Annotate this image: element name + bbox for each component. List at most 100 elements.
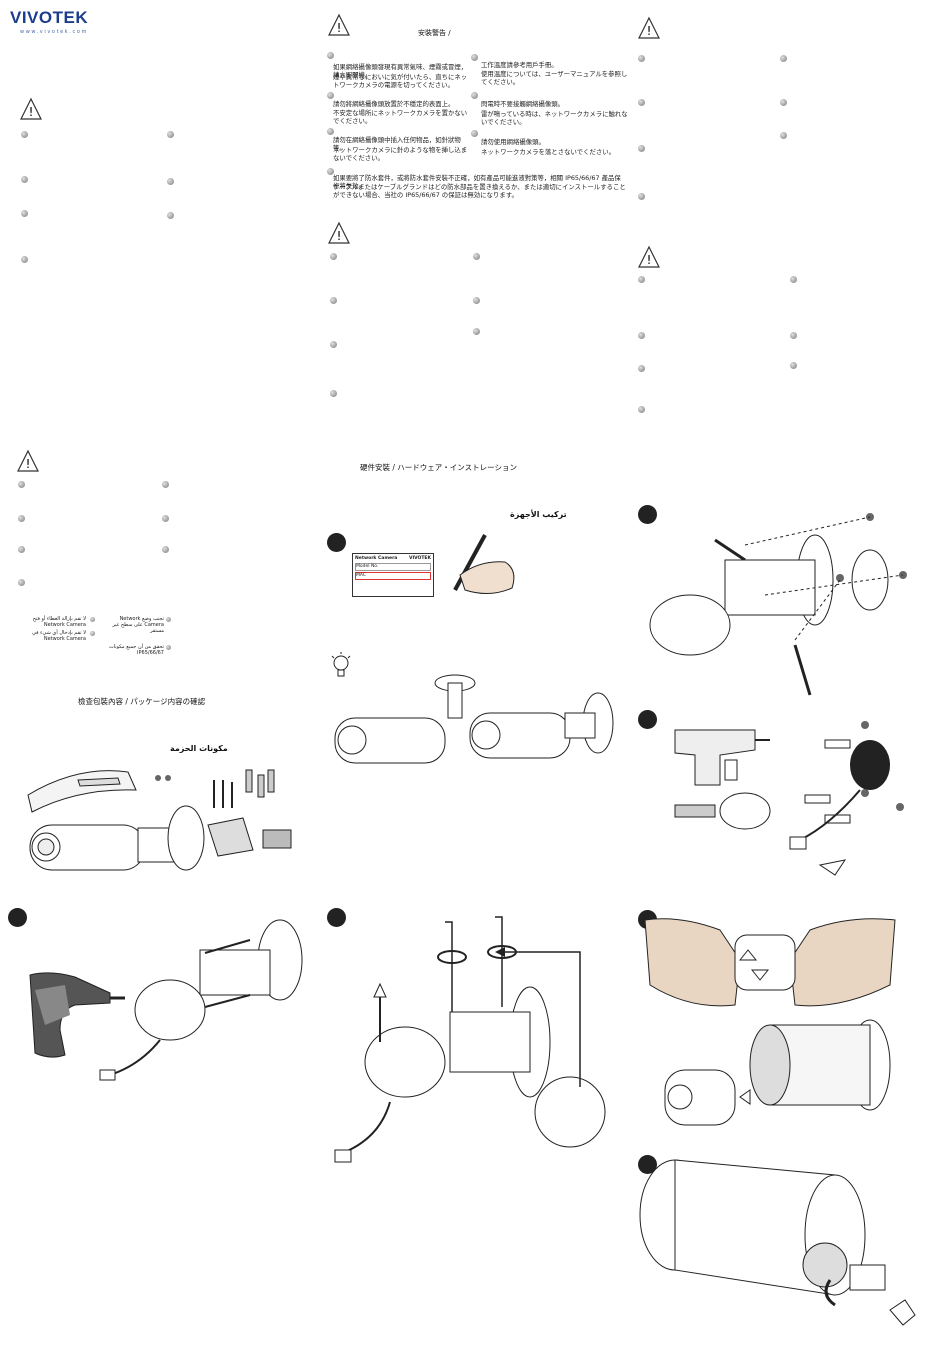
- bullet: [638, 193, 645, 200]
- bullet: [790, 332, 797, 339]
- warning-icon: !: [638, 245, 660, 268]
- install-adjust-illustration: [334, 916, 606, 1163]
- bullet: [18, 579, 25, 586]
- label-title: Network Camera: [355, 556, 398, 561]
- step-number: [638, 505, 657, 524]
- tip-lightbulb-icon: [331, 652, 351, 677]
- ingress-note-cn: 如果要將了防水套件，或將防水套件安裝不正確，如有產品可能進液對策等，相關 IP6…: [333, 174, 621, 190]
- svg-text:!: !: [29, 105, 34, 119]
- bullet: [327, 128, 334, 135]
- bullet: [638, 365, 645, 372]
- warning-icon: !: [638, 16, 660, 39]
- arabic-item: تجنب وضع Network Camera على سطح غير مستق…: [112, 616, 164, 634]
- safety-item-cn: 請勿將網絡攝像頭放置於不穩定的表面上。: [333, 100, 455, 108]
- bullet: [330, 297, 337, 304]
- package-heading-arabic: مكونات الحزمة: [170, 744, 228, 753]
- warning-icon: !: [328, 221, 350, 244]
- svg-text:!: !: [647, 253, 652, 267]
- bullet: [167, 178, 174, 185]
- safety-item-cn: 請勿使用網絡攝像頭。: [481, 138, 545, 146]
- bullet: [162, 546, 169, 553]
- bullet: [471, 130, 478, 137]
- bullet: [21, 131, 28, 138]
- bullet: [327, 52, 334, 59]
- bullet: [21, 210, 28, 217]
- hardware-heading-arabic: تركيب الأجهزة: [510, 510, 567, 519]
- safety-item-jp: 不安定な場所にネットワークカメラを置かないでください。: [333, 109, 468, 125]
- package-contents-illustration: [27, 769, 292, 871]
- drill-anchors-illustration: [674, 721, 904, 876]
- bullet: [166, 617, 171, 622]
- drill-template-illustration: [649, 513, 907, 696]
- vivotek-logo: VIVOTEK www.vivotek.com: [10, 8, 88, 35]
- label-brand: VIVOTEK: [408, 556, 431, 561]
- bullet: [638, 406, 645, 413]
- bullet: [790, 276, 797, 283]
- safety-item-cn: 請勿在網絡攝像頭中插入任何物品，如針狀物等。: [333, 136, 461, 152]
- label-mac: MAC: [355, 572, 431, 580]
- bullet: [167, 131, 174, 138]
- bullet: [473, 328, 480, 335]
- safety-item-jp: 煙や異常なにおいに気が付いたら、直ちにネットワークカメラの電源を切ってください。: [333, 73, 468, 89]
- bullet: [473, 253, 480, 260]
- cable-gland-illustration: [639, 1159, 916, 1326]
- bullet: [780, 99, 787, 106]
- hardware-heading: 硬件安裝 / ハードウェア・インストレーション: [360, 463, 517, 472]
- bullet: [162, 481, 169, 488]
- camera-label-card: Network Camera VIVOTEK Model No. MAC: [352, 553, 434, 597]
- step-number: [638, 1155, 657, 1174]
- bullet: [18, 515, 25, 522]
- bullet: [471, 92, 478, 99]
- bullet: [330, 253, 337, 260]
- bullet: [90, 631, 95, 636]
- brand-url: www.vivotek.com: [20, 29, 88, 35]
- bullet: [18, 481, 25, 488]
- arabic-item: لا تقم بإدخال أي شيء في Network Camera: [31, 630, 86, 642]
- bullet: [473, 297, 480, 304]
- bullet: [90, 617, 95, 622]
- package-heading: 檢查包裝內容 / パッケージ内容の確認: [78, 697, 206, 706]
- bullet: [790, 362, 797, 369]
- safety-item-jp: 使用温度については、ユーザーマニュアルを参照してください。: [481, 70, 628, 86]
- arabic-item: لا تقم بإزالة الغطاء أو فتح Network Came…: [32, 616, 86, 628]
- svg-text:!: !: [26, 457, 31, 471]
- svg-text:!: !: [647, 24, 652, 38]
- bullet: [780, 55, 787, 62]
- bullet: [330, 341, 337, 348]
- remove-cover-illustration: [644, 918, 896, 1126]
- brand-name: VIVOTEK: [10, 8, 89, 27]
- safety-item-jp: ネットワークカメラを落とさないでください。: [481, 148, 616, 156]
- label-model: Model No.: [355, 563, 431, 571]
- screwdriver-illustration: [29, 919, 303, 1081]
- bullet: [327, 168, 334, 175]
- warning-icon: !: [17, 449, 39, 472]
- bullet: [780, 132, 787, 139]
- arabic-item: تحقق من أن جميع مكونات IP65/66/67: [108, 644, 164, 656]
- warning-icon: !: [328, 13, 350, 36]
- safety-item-cn: 閃電時不要接觸網絡攝像頭。: [481, 100, 565, 108]
- hand-pen-illustration: [453, 534, 515, 594]
- safety-item-jp: ネットワークカメラに針のような物を挿し込まないでください。: [333, 146, 468, 162]
- svg-text:!: !: [337, 229, 342, 243]
- bullet: [638, 55, 645, 62]
- step-number: [327, 533, 346, 552]
- bullet: [330, 390, 337, 397]
- bullet: [638, 276, 645, 283]
- bullet: [638, 99, 645, 106]
- bullet: [638, 332, 645, 339]
- bullet: [21, 256, 28, 263]
- safety-item-cn: 如果網絡攝像頭發現有異常氣味、煙霧或冒煙，請立即關機。: [333, 63, 468, 79]
- ingress-note-jp: ケーブルまたはケーブルグランドはどの防水部品を置き換えるか、または適切にインスト…: [333, 183, 626, 199]
- safety-item-cn: 工作溫度請參考用戶手冊。: [481, 61, 558, 69]
- step-number: [327, 908, 346, 927]
- bullet: [471, 54, 478, 61]
- bullet: [167, 212, 174, 219]
- bullet: [638, 145, 645, 152]
- bullet: [18, 546, 25, 553]
- step-number: [638, 710, 657, 729]
- bullet: [21, 176, 28, 183]
- safety-heading: 安裝警告 /: [418, 29, 451, 37]
- safety-item-jp: 雷が鳴っている時は、ネットワークカメラに触れないでください。: [481, 110, 628, 126]
- warning-icon: !: [20, 97, 42, 120]
- bullet: [166, 645, 171, 650]
